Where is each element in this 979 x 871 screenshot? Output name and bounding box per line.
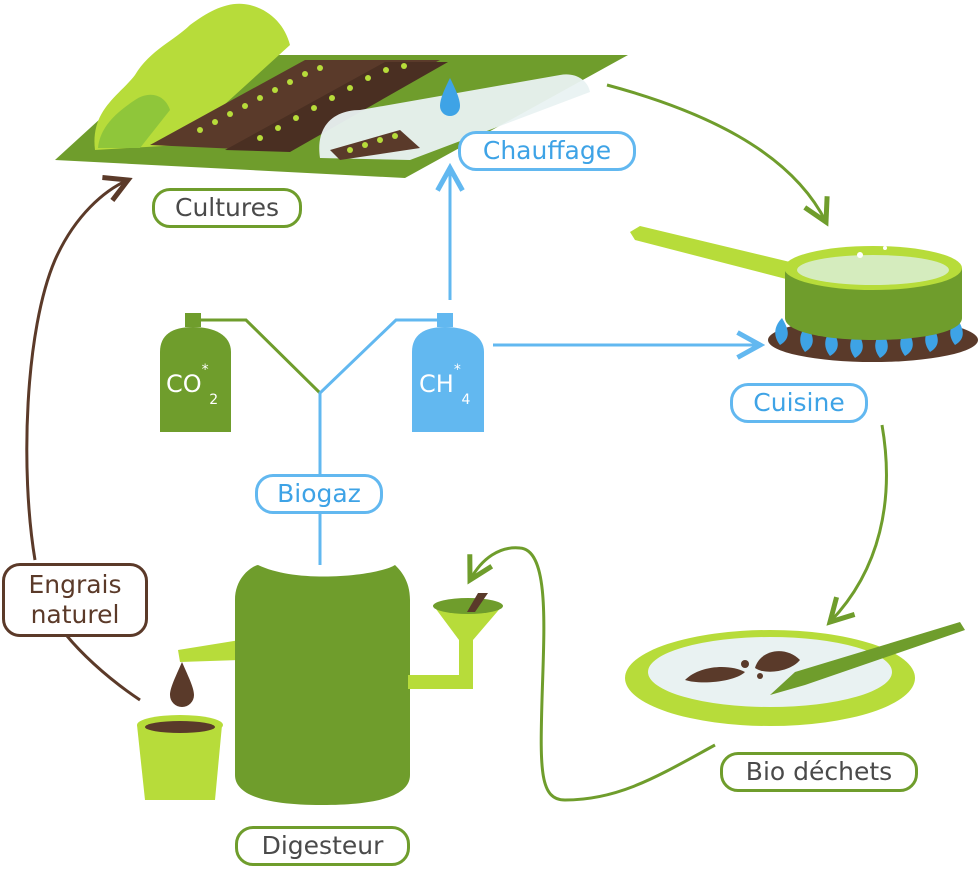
label-bio-dechets: Bio déchets: [720, 752, 918, 792]
pan-icon: [630, 226, 962, 340]
digester-icon: [178, 565, 473, 805]
compost-pot-icon: [137, 715, 223, 800]
fertilizer-drop-icon: [170, 662, 194, 707]
co2-bottle-icon: [160, 313, 231, 432]
label-digesteur: Digesteur: [235, 826, 410, 866]
arrow-field-to-cooking: [606, 83, 826, 222]
label-engrais-line2: naturel: [30, 600, 120, 629]
label-biogaz: Biogaz: [255, 474, 383, 514]
arrow-waste-to-funnel: [470, 546, 716, 802]
fork-icon: [770, 622, 965, 695]
label-engrais-line1: Engrais: [28, 570, 122, 599]
arrow-cooking-to-plate: [830, 424, 888, 622]
ch4-bottle-icon: [412, 313, 484, 432]
funnel-icon: [433, 593, 503, 685]
greenhouse-icon: [319, 74, 590, 160]
label-engrais-naturel: Engrais naturel: [2, 563, 148, 637]
co2-pipe: [200, 318, 322, 395]
water-drop-icon: [440, 78, 460, 116]
co2-label: CO * 2: [166, 362, 219, 408]
label-cuisine: Cuisine: [730, 383, 868, 423]
plate-icon: [625, 630, 915, 726]
label-chauffage: Chauffage: [458, 131, 636, 171]
label-cultures: Cultures: [152, 188, 302, 228]
ch4-label: CH * 4: [419, 362, 471, 408]
